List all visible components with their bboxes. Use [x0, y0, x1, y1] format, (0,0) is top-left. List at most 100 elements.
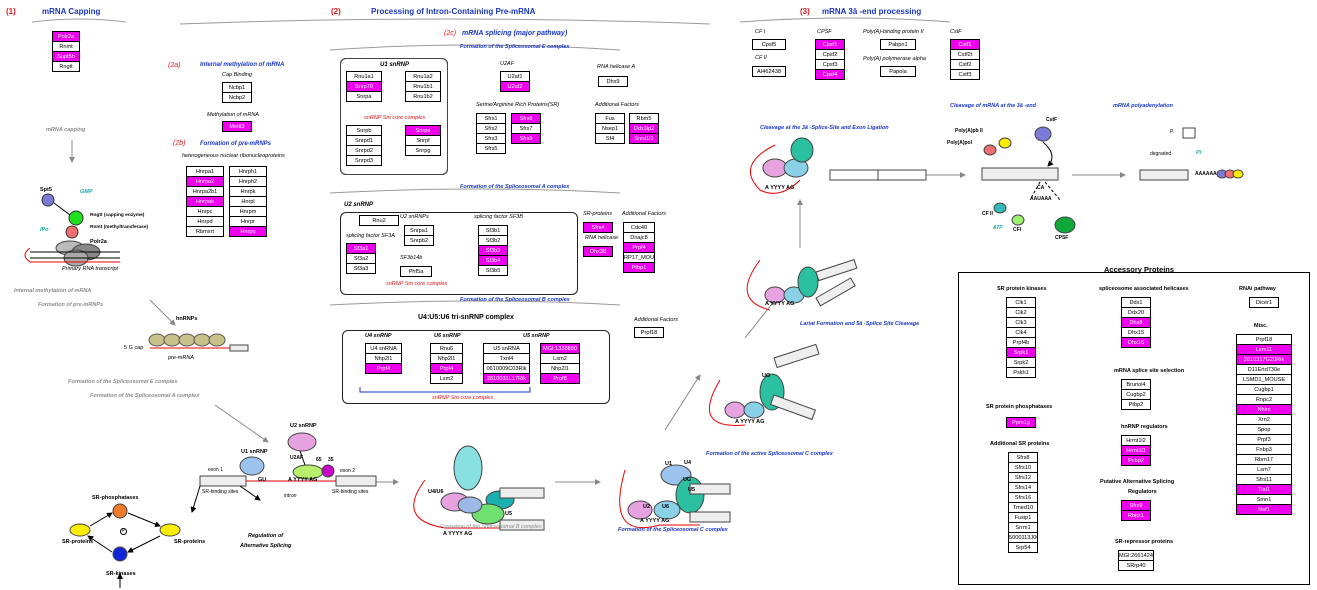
gene-box: Cstf3: [950, 69, 980, 80]
u1-c-label: U1: [665, 461, 673, 467]
ug-active-label: UG: [762, 373, 771, 379]
u2-label: U2 snRNP: [290, 423, 317, 429]
section-2a-title: Internal methylation of mRNA: [200, 62, 285, 68]
gene-box: Prpf18: [634, 327, 664, 338]
gene-box: Pabpn1: [880, 39, 916, 50]
tri-snrnp-frame: [342, 330, 610, 404]
gene-box: Srp54: [1008, 542, 1038, 553]
section-3-title: mRNA 3â -end processing: [822, 7, 922, 16]
methylation-label: Methylation of mRNA: [207, 112, 259, 118]
u2-c-label: U2: [643, 504, 651, 510]
gene-box: Ptbp1: [623, 262, 655, 273]
u4-snrnp-label: U4 snRNP: [365, 333, 392, 339]
exon2-label: exon 2: [340, 468, 356, 474]
u2-snrnps-label: U2 snRNPs: [400, 214, 429, 220]
helicases-heading: spliceosome associated helicases: [1099, 286, 1189, 292]
gene-box: Rngtt: [52, 61, 80, 72]
u4-c-label: U4: [684, 460, 692, 466]
n65-label: 65: [316, 457, 322, 463]
gene-box: Nsf1: [1236, 504, 1292, 515]
splice-site-heading: mRNA splice site selection: [1114, 368, 1185, 374]
polya-pol-label: Poly(A)pol: [947, 140, 972, 146]
spliceosome-A-frame: [340, 212, 578, 295]
gene-box: AI462438: [752, 66, 786, 77]
u5-snrnp-label: U5 snRNP: [523, 333, 550, 339]
gene-box: Dhx38: [583, 246, 613, 257]
gene-box: Sf3b5: [478, 265, 508, 276]
rnmt-label: Rnmt (methyltransferase): [90, 225, 149, 230]
degraded-label: degraded: [1150, 151, 1172, 157]
section-2-title: Processing of Intron-Containing Pre-mRNA: [371, 7, 536, 16]
formation-C-label: Formation of the Spliceosomal C complex: [618, 527, 728, 533]
cstf-cartoon-label: CstF: [1046, 117, 1058, 123]
gene-box: Prpf8: [540, 373, 580, 384]
section-2c-number: (2c): [444, 30, 457, 37]
sr-binding-2: SR-binding sites: [332, 489, 369, 495]
gene-box: Papola: [880, 66, 916, 77]
hnrnp-full-label: heterogeneous nuclear ribonucleoproteins: [182, 153, 285, 159]
gene-box: U2af2: [500, 81, 530, 92]
sr-phosphatases-label: SR-phosphatases: [92, 495, 139, 501]
active-C-label: Formation of the active Spliceosomal C c…: [706, 451, 833, 457]
lariat-label: Lariat Formation and 5â -Splice Site Cle…: [800, 321, 920, 327]
cstf-label: CstF: [950, 29, 962, 35]
tri-snrnp-label: U4:U5:U6 tri-snRNP complex: [418, 314, 514, 321]
additional-factors-A-label: Additional Factors: [622, 211, 667, 217]
u5-b-label: U5: [505, 511, 513, 517]
polyadenylation-label: mRNA polyadenylation: [1113, 103, 1173, 109]
gene-box: Rnu1b2: [405, 91, 441, 102]
rna-helicase-a-label: RNA helicase A: [597, 64, 636, 70]
sr-proteins-right-label: SR-proteins: [174, 539, 206, 545]
gene-box: Snrd1l1: [629, 133, 659, 144]
putative-heading-1: Putative Alternative Splicing: [1100, 479, 1175, 485]
ipo-label: iPo: [40, 227, 49, 233]
gene-box: Hnrpu: [229, 226, 267, 237]
yyyy-b-label: A YYYY AG: [443, 531, 473, 537]
gene-box: Snrpb2: [404, 235, 434, 246]
aauaaa-label: AAUAAA: [1030, 196, 1052, 202]
formation-pre-caption: Formation of pre-mRNPs: [38, 302, 104, 308]
u1-frame: [340, 58, 448, 175]
formation-B-caption: Formation of the Spliceosomal B complex: [440, 524, 542, 530]
gene-box: Snrpg: [405, 145, 441, 156]
rngtt-label: Rngtt (capping enzyme): [90, 213, 145, 218]
section-2c-title: mRNA splicing (major pathway): [462, 30, 568, 37]
gene-box: Dhx9: [598, 76, 628, 87]
yyyy-active-label: A YYYY AG: [735, 419, 765, 425]
phosphate-label: P: [120, 528, 128, 535]
section-1-title: mRNA Capping: [42, 7, 101, 16]
cfii-label: CF II: [755, 55, 767, 61]
section-2b-title: Formation of pre-mRNPs: [200, 141, 272, 147]
sr-binding-1: SR-binding sites: [202, 489, 239, 495]
ca-label: CA: [1037, 185, 1045, 191]
section-1-number: (1): [6, 7, 16, 16]
sr-phosphatases-heading: SR protein phosphatases: [986, 404, 1053, 410]
u1-label: U1 snRNP: [241, 449, 268, 455]
cleavage-ligation-label: Cleavage at the 3â -Splice-Site and Exon…: [760, 125, 889, 131]
additional-factors-E-label: Additional Factors: [595, 102, 640, 108]
hnrnp-regulators-heading: hnRNP regulators: [1121, 424, 1168, 430]
putative-heading-2: Regulators: [1128, 489, 1157, 495]
sm-core-label-3: snRNP Sm core complex: [432, 395, 494, 401]
gcap-label: 5 G cap: [124, 345, 144, 351]
pp-label: P.: [1170, 129, 1175, 135]
rnai-heading: RNAi pathway: [1239, 286, 1276, 292]
gene-box: Prpf4: [365, 363, 402, 374]
polr2a-label: Polr2a: [90, 239, 107, 245]
misc-heading: Misc.: [1254, 323, 1268, 329]
sr-repressor-heading: SR-repressor proteins: [1115, 539, 1174, 545]
hnrnps-label: hnRNPs: [176, 316, 198, 322]
u4u6-label: U4/U6: [428, 489, 444, 495]
alt-splicing-label: Alternative Splicing: [240, 543, 292, 549]
polya-tail-label: AAAAAA: [1195, 171, 1217, 177]
sf3a-label: splicing factor SF3A: [346, 233, 395, 239]
gene-box: Dhx16: [1121, 337, 1151, 348]
spt5-label: Spt5: [40, 187, 52, 193]
gene-box: Rnu2: [359, 215, 399, 226]
gene-box: Snrpd3: [346, 155, 382, 166]
intron-label: intron: [284, 493, 297, 499]
papol-label: Poly(A) polymerase alpha: [863, 56, 926, 62]
pabp-label: Poly(A)-binding protein II: [863, 29, 924, 35]
exon1-label: exon 1: [208, 467, 224, 473]
